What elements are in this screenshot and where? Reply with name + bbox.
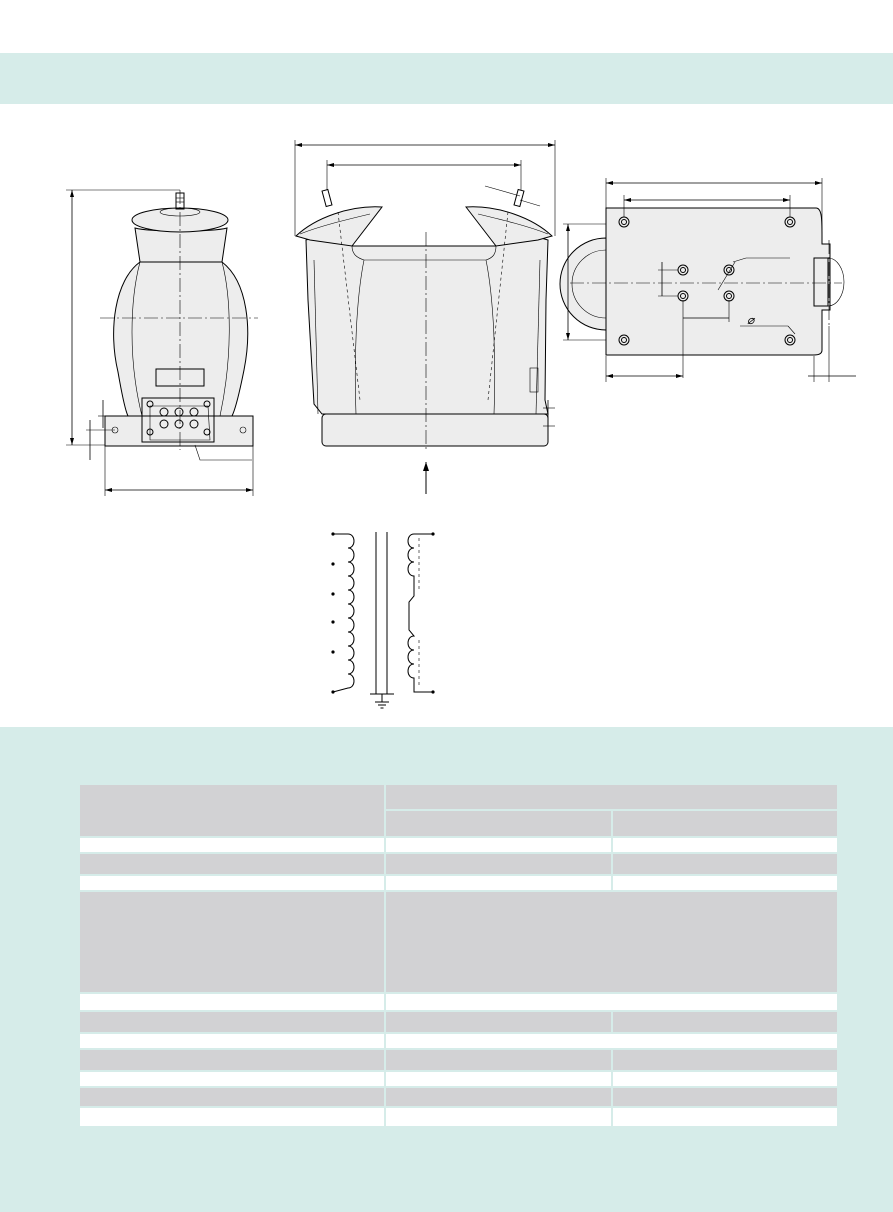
header-band bbox=[0, 53, 893, 104]
top-view-drawing: ⌀ bbox=[559, 178, 856, 382]
table-cell bbox=[386, 854, 611, 874]
table-cell bbox=[386, 1050, 611, 1070]
table-cell bbox=[613, 1012, 837, 1032]
table-row bbox=[80, 1108, 837, 1126]
table-cell bbox=[80, 1088, 384, 1106]
table-row bbox=[80, 1088, 837, 1106]
table-cell bbox=[80, 854, 384, 874]
table-row bbox=[80, 1034, 837, 1048]
table-cell bbox=[613, 876, 837, 890]
table-cell bbox=[80, 838, 384, 852]
table-cell bbox=[613, 1088, 837, 1106]
table-cell bbox=[80, 994, 384, 1010]
table-cell bbox=[613, 1108, 837, 1126]
table-cell bbox=[386, 994, 837, 1010]
table-cell bbox=[386, 1012, 611, 1032]
table-cell bbox=[80, 1072, 384, 1086]
table-cell bbox=[613, 1050, 837, 1070]
table-header-cell bbox=[613, 811, 837, 836]
table-row bbox=[80, 1050, 837, 1070]
table-cell bbox=[386, 1034, 837, 1048]
table-header-cell bbox=[386, 811, 611, 836]
table-cell bbox=[386, 838, 611, 852]
table-cell bbox=[613, 854, 837, 874]
table-row bbox=[80, 892, 837, 992]
table-cell bbox=[386, 892, 837, 992]
table-row bbox=[80, 994, 837, 1010]
table-cell bbox=[613, 838, 837, 852]
table-row bbox=[80, 1072, 837, 1086]
table-cell bbox=[80, 1034, 384, 1048]
winding-schematic bbox=[331, 532, 435, 709]
table-header-row bbox=[80, 785, 837, 836]
table-row bbox=[80, 876, 837, 890]
table-cell bbox=[613, 1072, 837, 1086]
table-row bbox=[80, 1012, 837, 1032]
front-view-drawing bbox=[66, 189, 258, 496]
table-cell bbox=[386, 1088, 611, 1106]
table-cell bbox=[80, 1012, 384, 1032]
table-header-cell bbox=[386, 785, 837, 809]
table-cell bbox=[80, 876, 384, 890]
side-view-drawing bbox=[294, 140, 556, 494]
table-row bbox=[80, 838, 837, 852]
technical-drawing: ⌀ bbox=[0, 104, 893, 727]
table-cell bbox=[386, 876, 611, 890]
table-cell bbox=[386, 1072, 611, 1086]
table-header-cell bbox=[80, 785, 384, 836]
diameter-symbol: ⌀ bbox=[747, 313, 756, 327]
table-header-row bbox=[80, 811, 837, 836]
table-cell bbox=[386, 1108, 611, 1126]
table-cell bbox=[80, 1050, 384, 1070]
table-cell bbox=[80, 1108, 384, 1126]
table-row bbox=[80, 854, 837, 874]
table-cell bbox=[80, 892, 384, 992]
